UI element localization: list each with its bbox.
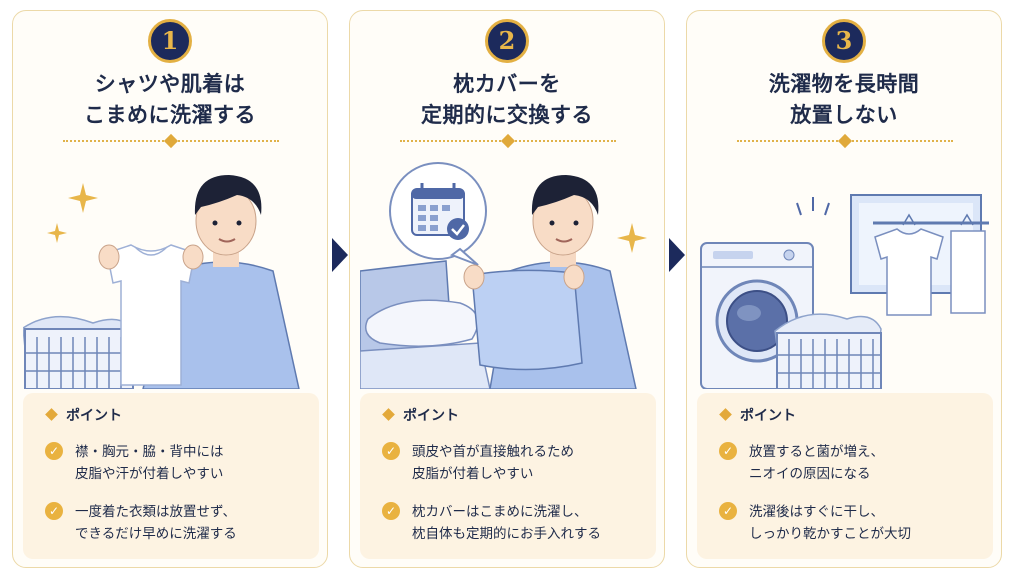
diamond-icon: [382, 408, 395, 421]
point-text-line-2: 皮脂や汗が付着しやすい: [75, 466, 224, 482]
step-title-line-1: 洗濯物を長時間: [768, 72, 920, 96]
check-circle-icon: ✓: [45, 442, 63, 460]
point-text-line-1: 襟・胸元・脇・背中には: [75, 444, 224, 460]
point-heading: ポイント: [45, 405, 122, 425]
chevron-right-icon: [332, 238, 348, 272]
point-text-line-2: しっかり乾かすことが大切: [749, 526, 911, 542]
point-box: ポイント ✓ 襟・胸元・脇・背中には 皮脂や汗が付着しやすい ✓ 一度着た衣類は…: [23, 393, 319, 559]
point-text-line-1: 頭皮や首が直接触れるため: [412, 444, 574, 460]
step-number-badge: 3: [822, 19, 866, 63]
point-text-line-2: 皮脂が付着しやすい: [412, 466, 534, 482]
point-box: ポイント ✓ 放置すると菌が増え、 ニオイの原因になる ✓ 洗濯後はすぐに干し、…: [697, 393, 993, 559]
calendar-check-icon: [389, 162, 487, 266]
step-card-2: 2 枕カバーを 定期的に交換する: [349, 10, 665, 568]
sparkle-icon: [617, 223, 647, 253]
step-number-badge: 1: [148, 19, 192, 63]
check-circle-icon: ✓: [382, 502, 400, 520]
diamond-icon: [45, 408, 58, 421]
divider-diamond-icon: [163, 133, 179, 149]
check-circle-icon: ✓: [719, 442, 737, 460]
laundry-basket: [774, 313, 882, 389]
man-holding-shirt-illustration: [23, 175, 300, 389]
check-circle-icon: ✓: [719, 502, 737, 520]
step-card-1: 1 シャツや肌着は こまめに洗濯する: [12, 10, 328, 568]
check-circle-icon: ✓: [382, 442, 400, 460]
point-text: 洗濯後はすぐに干し、 しっかり乾かすことが大切: [749, 501, 989, 545]
step-card-3: 3 洗濯物を長時間 放置しない: [686, 10, 1002, 568]
check-circle-icon: ✓: [45, 502, 63, 520]
point-text: 襟・胸元・脇・背中には 皮脂や汗が付着しやすい: [75, 441, 315, 485]
diamond-icon: [719, 408, 732, 421]
step-title: 枕カバーを 定期的に交換する: [350, 69, 664, 131]
point-text: 枕カバーはこまめに洗濯し、 枕自体も定期的にお手入れする: [412, 501, 652, 545]
washing-machine-and-drying-illustration: [700, 194, 989, 389]
step-title-line-1: シャツや肌着は: [94, 72, 246, 96]
point-text: 一度着た衣類は放置せず、 できるだけ早めに洗濯する: [75, 501, 315, 545]
point-text-line-1: 枕カバーはこまめに洗濯し、: [412, 504, 588, 520]
step-title-line-2: こまめに洗濯する: [84, 103, 256, 127]
step-title-line-2: 放置しない: [790, 103, 898, 127]
point-label: ポイント: [66, 408, 122, 424]
point-text-line-1: 洗濯後はすぐに干し、: [749, 504, 884, 520]
point-heading: ポイント: [719, 405, 796, 425]
sparkle-icon: [47, 183, 98, 243]
point-heading: ポイント: [382, 405, 459, 425]
step-title-line-1: 枕カバーを: [453, 72, 561, 96]
step-title: シャツや肌着は こまめに洗濯する: [13, 69, 327, 131]
point-text-line-1: 放置すると菌が増え、: [749, 444, 884, 460]
point-box: ポイント ✓ 頭皮や首が直接触れるため 皮脂が付着しやすい ✓ 枕カバーはこまめ…: [360, 393, 656, 559]
point-label: ポイント: [403, 408, 459, 424]
step-number-badge: 2: [485, 19, 529, 63]
point-text-line-1: 一度着た衣類は放置せず、: [75, 504, 237, 520]
point-text-line-2: ニオイの原因になる: [749, 466, 871, 482]
point-text: 放置すると菌が増え、 ニオイの原因になる: [749, 441, 989, 485]
point-text-line-2: 枕自体も定期的にお手入れする: [412, 526, 601, 542]
divider-diamond-icon: [837, 133, 853, 149]
point-label: ポイント: [740, 408, 796, 424]
divider-diamond-icon: [500, 133, 516, 149]
point-text: 頭皮や首が直接触れるため 皮脂が付着しやすい: [412, 441, 652, 485]
step-title: 洗濯物を長時間 放置しない: [687, 69, 1001, 131]
laundry-basket: [23, 315, 134, 389]
chevron-right-icon: [669, 238, 685, 272]
man-with-pillowcase-illustration: [360, 162, 647, 389]
alert-lines-icon: [796, 197, 830, 216]
step-title-line-2: 定期的に交換する: [421, 103, 593, 127]
bed-with-pillow: [360, 260, 491, 389]
point-text-line-2: できるだけ早めに洗濯する: [75, 526, 237, 542]
